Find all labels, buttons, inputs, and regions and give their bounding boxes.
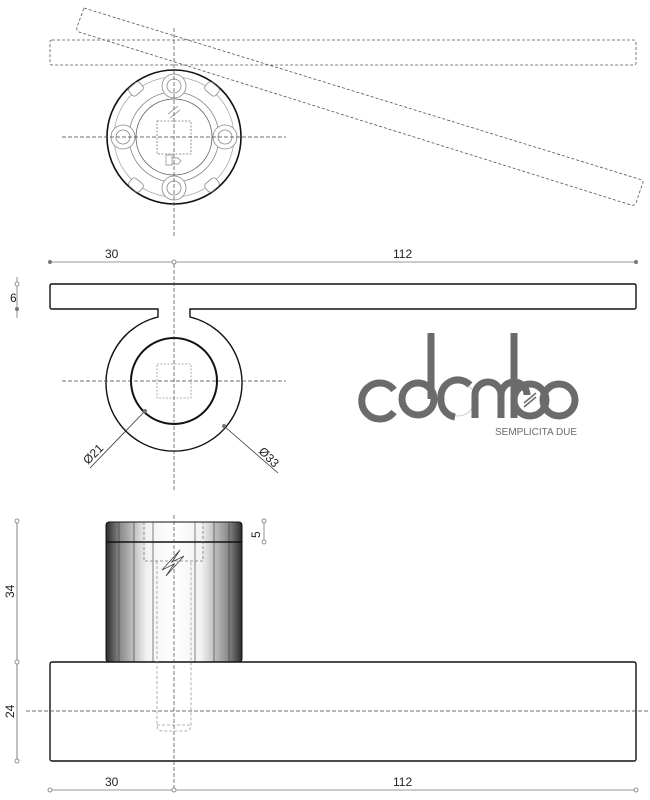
top-view	[49, 7, 644, 236]
dim-bottom-112: 112	[393, 775, 412, 789]
colombo-logo	[358, 333, 579, 423]
lever-front-outline	[49, 283, 637, 452]
dim-cap-5: 5	[249, 531, 263, 538]
bottom-dimension: 30 112	[47, 775, 639, 793]
rotated-lever-outline	[76, 7, 644, 206]
dim-outer-diameter: Ø33	[256, 444, 282, 470]
dim-inner-diameter: Ø21	[80, 441, 106, 467]
dim-bottom-30: 30	[105, 775, 119, 789]
straight-lever-outline	[49, 39, 637, 66]
brand-mark-icon	[167, 105, 181, 119]
front-view: 6 Ø21 Ø33	[10, 264, 637, 492]
arrow-mark-icon	[165, 154, 182, 166]
side-view: 34 24 5	[3, 515, 650, 790]
dim-rose-height-34: 34	[3, 584, 17, 598]
lever-side-block	[49, 661, 637, 762]
dim-top-30: 30	[105, 247, 119, 261]
dim-lever-height-24: 24	[3, 704, 17, 718]
dim-thickness-6: 6	[10, 291, 17, 305]
dim-top-112: 112	[393, 247, 412, 261]
logo-tagline: SEMPLICITA DUE	[495, 427, 577, 438]
top-dimension: 30 112	[48, 247, 638, 265]
